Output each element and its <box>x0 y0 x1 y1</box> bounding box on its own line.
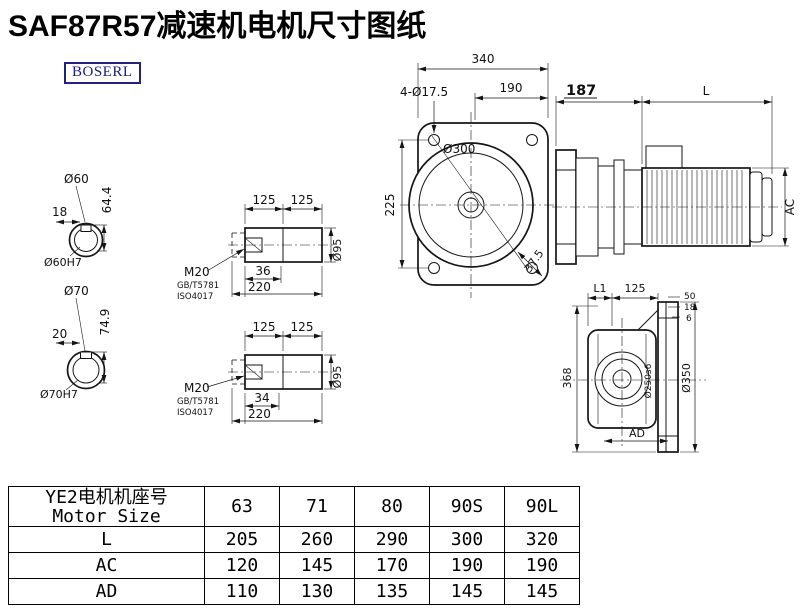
cell-L-90L: 320 <box>504 526 580 553</box>
dim-width-340: 340 <box>472 52 495 66</box>
dim-shaft70-height: 74.9 <box>98 309 112 336</box>
page-title: SAF87R57减速机电机尺寸图纸 <box>8 10 427 43</box>
dim-detail1-thread: M20 <box>184 265 210 279</box>
dim-detail1-125b: 125 <box>291 193 314 207</box>
cell-AC-80: 170 <box>354 552 430 579</box>
header-size-90L: 90L <box>504 486 580 527</box>
dim-motor-length-L: L <box>703 84 710 98</box>
dim-motor-dia-AC: AC <box>783 199 797 215</box>
cell-L-71: 260 <box>279 526 355 553</box>
dim-shaft60-key: 18 <box>52 205 67 219</box>
cell-L-90S: 300 <box>429 526 505 553</box>
dim-detail2-220: 220 <box>248 407 271 421</box>
technical-drawing: Ø60 18 64.4 Ø60H7 Ø70 20 74.9 Ø70H7 <box>40 52 797 453</box>
dim-shaft60-height: 64.4 <box>100 187 114 214</box>
dim-18-right: 18 <box>684 303 696 313</box>
dim-detail2-std1: GB/T5781 <box>177 397 219 407</box>
dim-125-right: 125 <box>625 282 646 295</box>
motor-side-view: 187 L AC <box>552 83 797 265</box>
dim-flange-350: Ø350 <box>680 363 693 393</box>
dim-L1: L1 <box>593 282 606 295</box>
dim-detail2-thread: M20 <box>184 381 210 395</box>
dim-detail1-std1: GB/T5781 <box>177 281 219 291</box>
dim-shaft70-dia: Ø70 <box>64 284 89 298</box>
dim-detail2-125a: 125 <box>253 320 276 334</box>
header-size-71: 71 <box>279 486 355 527</box>
row-label-AC: AC <box>8 552 205 579</box>
shaft-section-60: Ø60 18 64.4 Ø60H7 <box>44 172 114 269</box>
row-label-L: L <box>8 526 205 553</box>
cell-AC-90S: 190 <box>429 552 505 579</box>
dim-width-190: 190 <box>500 81 523 95</box>
cell-AD-90S: 145 <box>429 578 505 605</box>
dim-detail2-125b: 125 <box>291 320 314 334</box>
cell-AC-63: 120 <box>204 552 280 579</box>
dim-shaft60-dia: Ø60 <box>64 172 89 186</box>
dim-bolt-holes: 4-Ø17.5 <box>400 85 448 99</box>
dim-368: 368 <box>561 368 574 389</box>
dim-detail2-dia: Ø95 <box>331 366 344 389</box>
header-size-80: 80 <box>354 486 430 527</box>
dim-detail2-std2: ISO4017 <box>177 408 213 418</box>
dim-AD: AD <box>629 427 645 440</box>
dim-height-225: 225 <box>383 194 397 217</box>
shaft-section-70: Ø70 20 74.9 Ø70H7 <box>40 284 112 401</box>
reducer-front-view: 340 190 4-Ø17.5 Ø300 225 37.5 <box>383 52 562 298</box>
table-row-AD: AD 110 130 135 145 145 <box>8 578 580 605</box>
dim-shaft70-bore: Ø70H7 <box>40 388 78 401</box>
dim-detail1-dia: Ø95 <box>331 239 344 262</box>
cell-AD-90L: 145 <box>504 578 580 605</box>
dim-50: 50 <box>684 292 696 302</box>
dim-detail1-std2: ISO4017 <box>177 292 213 302</box>
cell-L-63: 205 <box>204 526 280 553</box>
dim-detail1-220: 220 <box>248 280 271 294</box>
shaft-detail-top: 125 125 M20 GB/T5781 ISO4017 36 220 Ø95 <box>177 193 344 302</box>
header-size-63: 63 <box>204 486 280 527</box>
cell-AD-71: 130 <box>279 578 355 605</box>
header-motor-size-en: Motor Size <box>52 505 161 527</box>
row-label-AD: AD <box>8 578 205 605</box>
dim-6: 6 <box>686 314 692 324</box>
dim-187: 187 <box>566 83 596 99</box>
header-size-90S: 90S <box>429 486 505 527</box>
cell-AD-80: 135 <box>354 578 430 605</box>
dim-detail1-36: 36 <box>255 264 270 278</box>
motor-size-table: YE2电机机座号 Motor Size 63 71 80 90S 90L L 2… <box>8 486 580 605</box>
dim-spigot-250s6: Ø250s6 <box>643 363 654 398</box>
dim-detail2-34: 34 <box>254 391 269 405</box>
table-header-row: YE2电机机座号 Motor Size 63 71 80 90S 90L <box>8 486 580 527</box>
cell-AD-63: 110 <box>204 578 280 605</box>
output-flange-view: L1 125 50 18 6 368 Ø250s6 Ø350 AD <box>560 282 706 453</box>
table-row-AC: AC 120 145 170 190 190 <box>8 552 580 579</box>
shaft-detail-bottom: 125 125 M20 GB/T5781 ISO4017 34 220 Ø95 <box>177 320 344 424</box>
dim-flange-300: Ø300 <box>443 142 475 156</box>
cell-AC-71: 145 <box>279 552 355 579</box>
dim-shaft70-key: 20 <box>52 327 67 341</box>
cell-AC-90L: 190 <box>504 552 580 579</box>
dim-shaft60-bore: Ø60H7 <box>44 256 82 269</box>
cell-L-80: 290 <box>354 526 430 553</box>
boserl-logo: BOSERL <box>64 62 141 84</box>
dim-detail1-125a: 125 <box>253 193 276 207</box>
table-row-L: L 205 260 290 300 320 <box>8 526 580 553</box>
header-motor-size-cn: YE2电机机座号 <box>45 486 168 508</box>
header-motor-size: YE2电机机座号 Motor Size <box>8 486 205 527</box>
